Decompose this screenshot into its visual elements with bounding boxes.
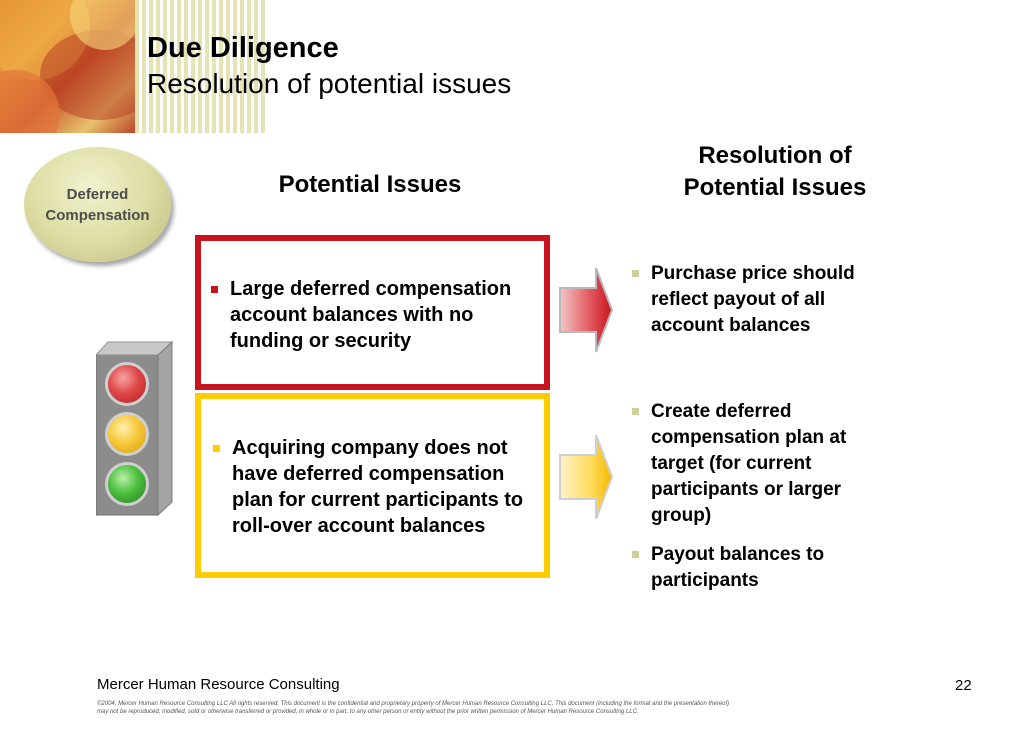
resolution-text: Purchase price should reflect payout of … [651,263,855,336]
topic-badge: Deferred Compensation [24,147,171,262]
page-number: 22 [955,677,972,694]
issue-item: Acquiring company does not have deferred… [213,435,543,539]
green-lamp-icon [105,462,149,506]
resolution-text: Create deferred compensation plan at tar… [651,401,847,526]
footer-company: Mercer Human Resource Consulting [97,676,340,693]
resolution-item: Create deferred compensation plan at tar… [632,399,897,529]
issue-box-yellow [195,393,550,578]
bullet-icon [632,551,639,558]
issue-box-red [195,235,550,390]
header-stripes [135,0,266,133]
bullet-icon [632,270,639,277]
issue-text: Large deferred compensation account bala… [230,278,512,352]
resolution-heading-line2: Potential Issues [683,174,867,201]
red-bullet-icon [211,286,218,293]
issue-item: Large deferred compensation account bala… [211,276,541,354]
resolution-item: Purchase price should reflect payout of … [632,261,902,339]
resolution-text: Payout balances to participants [651,544,825,591]
resolution-heading: Resolution of Potential Issues [650,140,900,204]
slide-subtitle: Resolution of potential issues [147,68,512,99]
copyright-notice: ©2004, Mercer Human Resource Consulting … [97,701,730,715]
bullet-icon [632,408,639,415]
issue-text: Acquiring company does not have deferred… [232,437,524,537]
slide-title: Due Diligence [147,32,339,64]
yellow-lamp-icon [105,412,149,456]
red-lamp-icon [105,362,149,406]
resolution-item: Payout balances to participants [632,542,872,594]
header-image [0,0,135,133]
yellow-bullet-icon [213,445,220,452]
potential-issues-heading: Potential Issues [278,171,462,198]
resolution-heading-line1: Resolution of [698,142,852,169]
topic-badge-label: Deferred Compensation [45,185,150,224]
